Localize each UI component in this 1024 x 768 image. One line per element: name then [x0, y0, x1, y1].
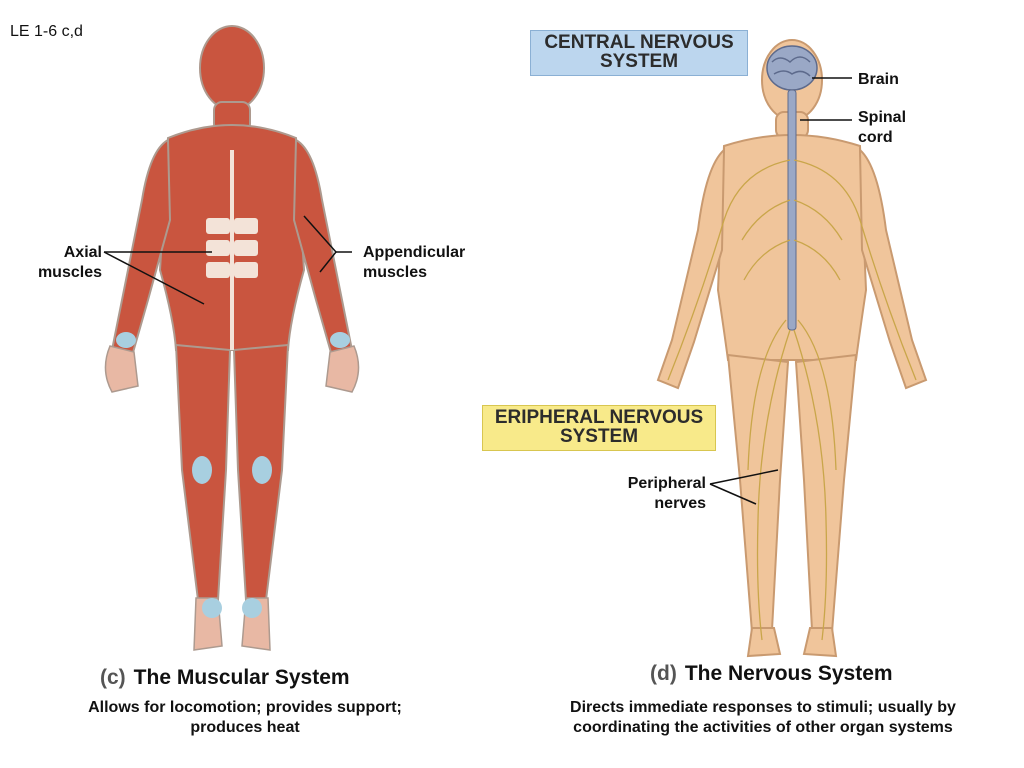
appendicular-label-line1: Appendicular	[363, 244, 466, 261]
spinal-label-line2: cord	[858, 129, 893, 146]
nervous-caption-title: The Nervous System	[684, 662, 893, 685]
muscular-description-line1: Allows for locomotion; provides support;	[88, 699, 402, 716]
muscular-caption-letter: (c)	[100, 666, 126, 689]
cns-box-line2: SYSTEM	[599, 51, 679, 72]
cns-box: CENTRAL NERVOUS SYSTEM	[530, 30, 748, 76]
appendicular-label-line2: muscles	[363, 264, 428, 281]
peripheral-nerves-label: Peripheral nerves	[596, 474, 706, 514]
axial-muscles-label: Axial muscles	[22, 243, 102, 283]
pns-box-line1: ERIPHERAL NERVOUS	[494, 407, 704, 428]
nervous-description: Directs immediate responses to stimuli; …	[508, 698, 1018, 738]
slide-id: LE 1-6 c,d	[10, 23, 83, 40]
muscular-caption-title: The Muscular System	[133, 666, 350, 689]
axial-label-line1: Axial	[63, 244, 102, 261]
muscular-description: Allows for locomotion; provides support;…	[30, 698, 460, 738]
muscular-caption: (c) The Muscular System	[100, 666, 350, 690]
pns-box: ERIPHERAL NERVOUS SYSTEM	[482, 405, 716, 451]
brain-label: Brain	[858, 71, 899, 88]
appendicular-muscles-label: Appendicular muscles	[363, 243, 465, 283]
muscular-description-line2: produces heat	[190, 719, 300, 736]
muscular-figure	[103, 25, 360, 651]
peripheral-label-line1: Peripheral	[627, 475, 706, 492]
nervous-description-line2: coordinating the activities of other org…	[573, 719, 953, 736]
spinal-cord-label: Spinal cord	[858, 108, 906, 148]
pns-box-line2: SYSTEM	[559, 426, 639, 447]
nervous-caption-letter: (d)	[650, 662, 677, 685]
spinal-label-line1: Spinal	[858, 109, 907, 126]
nervous-figure	[656, 39, 928, 658]
nervous-caption: (d) The Nervous System	[650, 662, 893, 686]
peripheral-label-line2: nerves	[654, 495, 706, 512]
cns-box-line1: CENTRAL NERVOUS	[544, 32, 734, 53]
axial-label-line2: muscles	[37, 264, 102, 281]
nervous-description-line1: Directs immediate responses to stimuli; …	[570, 699, 956, 716]
